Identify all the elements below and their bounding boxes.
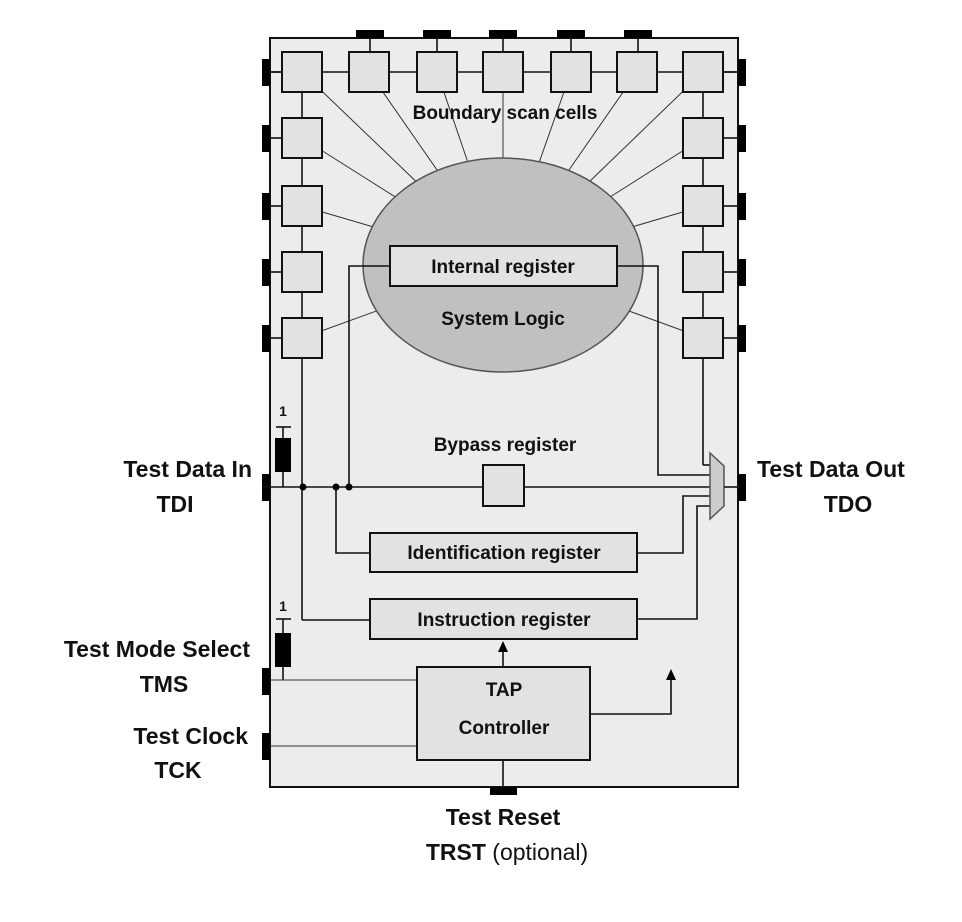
boundary-scan-cell <box>281 51 323 93</box>
chip-pin-left <box>262 325 270 352</box>
tdi-name: Test Data In <box>123 456 252 482</box>
tdi-pullup-label: 1 <box>279 403 287 419</box>
chip-pin-top <box>557 30 585 38</box>
boundary-scan-cell <box>682 317 724 359</box>
boundary-scan-cell <box>682 51 724 93</box>
identification-register <box>369 532 638 573</box>
tck-abbr: TCK <box>154 757 202 783</box>
system-logic-label: System Logic <box>441 309 565 330</box>
instruction-register <box>369 598 638 640</box>
tdo-name: Test Data Out <box>757 456 905 482</box>
tdi-abbr: TDI <box>156 491 193 517</box>
internal-register-label: Internal register <box>431 257 575 278</box>
boundary-scan-cell <box>682 185 724 227</box>
chip-pin-right <box>738 259 746 286</box>
chip-pin-left <box>262 59 270 86</box>
tap-controller-label-2: Controller <box>459 718 550 739</box>
tdo-pin <box>738 474 746 501</box>
chip-pin-right <box>738 325 746 352</box>
bypass-register <box>482 464 525 507</box>
chip-pin-right <box>738 193 746 220</box>
boundary-scan-cell <box>416 51 458 93</box>
internal-register <box>389 245 618 287</box>
trst-note: (optional) <box>492 839 588 865</box>
boundary-scan-cell <box>281 185 323 227</box>
tap-controller <box>416 666 591 761</box>
trst-abbr: TRST <box>426 839 486 865</box>
chip-pin-left <box>262 193 270 220</box>
chip-pin-top <box>356 30 384 38</box>
tms-abbr: TMS <box>140 671 189 697</box>
chip-pin-top <box>624 30 652 38</box>
boundary-scan-cell <box>550 51 592 93</box>
boundary-scan-cell <box>281 317 323 359</box>
tap-control-output-wire <box>590 679 672 715</box>
tck-name: Test Clock <box>133 723 248 749</box>
trst-label: TRST (optional) <box>426 839 588 865</box>
chip-pin-top <box>423 30 451 38</box>
boundary-scan-cells-label: Boundary scan cells <box>413 103 598 124</box>
chip-pin-right <box>738 59 746 86</box>
tms-name: Test Mode Select <box>64 636 251 662</box>
instruction-register-label: Instruction register <box>417 610 591 631</box>
output-multiplexer <box>709 451 725 521</box>
trst-pin <box>490 787 517 795</box>
trst-name: Test Reset <box>446 804 561 830</box>
identification-register-label: Identification register <box>407 543 601 564</box>
boundary-scan-cell <box>682 251 724 293</box>
junction-dot <box>345 483 353 491</box>
tap-controller-label-1: TAP <box>486 680 523 701</box>
boundary-scan-cell <box>281 117 323 159</box>
boundary-scan-cell <box>682 117 724 159</box>
tdi-pullup-resistor <box>275 426 291 487</box>
bypass-register-label: Bypass register <box>434 435 577 456</box>
boundary-scan-cell <box>348 51 390 93</box>
chip-pin-left <box>262 125 270 152</box>
id-register-output-wire <box>637 495 712 554</box>
chip-pin-left <box>262 259 270 286</box>
id-register-input-wire <box>335 487 370 554</box>
arrow-up-icon <box>498 641 508 652</box>
tms-pullup-label: 1 <box>279 598 287 614</box>
boundary-scan-cell <box>616 51 658 93</box>
boundary-scan-cell <box>281 251 323 293</box>
tck-pin <box>262 733 270 760</box>
instruction-register-output-wire <box>637 505 712 620</box>
tdo-abbr: TDO <box>824 491 873 517</box>
chip-pin-right <box>738 125 746 152</box>
internal-register-input-wire <box>348 265 390 487</box>
junction-dot <box>299 483 307 491</box>
tms-pullup-resistor <box>275 618 291 680</box>
boundary-scan-cell <box>482 51 524 93</box>
arrow-up-icon <box>666 669 676 680</box>
tms-pin <box>262 668 270 695</box>
internal-register-output-wire <box>617 265 712 476</box>
chip-pin-top <box>489 30 517 38</box>
